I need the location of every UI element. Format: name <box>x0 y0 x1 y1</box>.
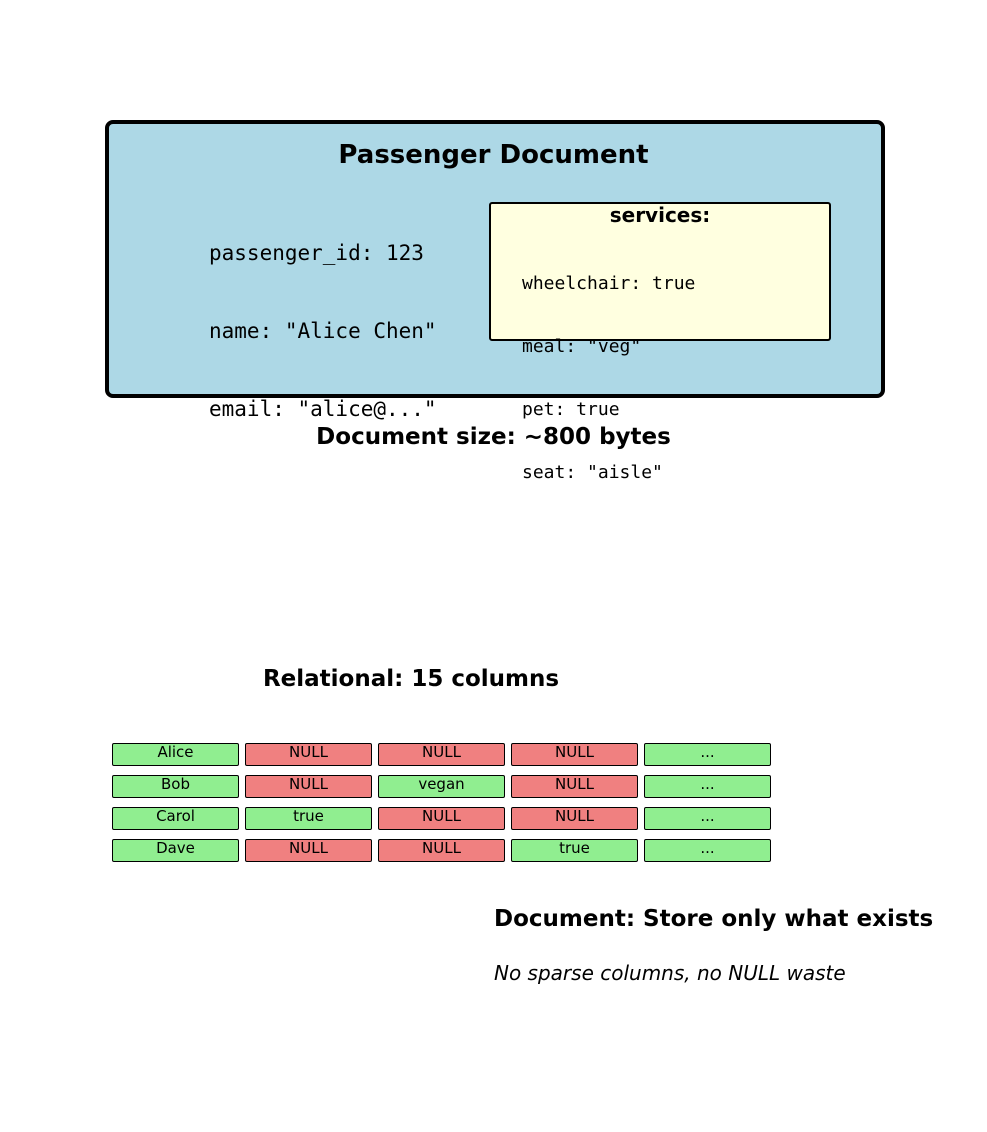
value-cell: ... <box>644 743 771 766</box>
document-subline: No sparse columns, no NULL waste <box>494 961 846 985</box>
null-cell: NULL <box>378 743 505 766</box>
value-cell: Dave <box>112 839 239 862</box>
value-cell: true <box>511 839 638 862</box>
service-seat: seat: "aisle" <box>522 462 663 483</box>
value-cell: true <box>245 807 372 830</box>
null-cell: NULL <box>378 839 505 862</box>
null-cell: NULL <box>511 807 638 830</box>
services-list: wheelchair: true meal: "veg" pet: true s… <box>522 231 695 504</box>
field-email: email: "alice@..." <box>209 397 437 421</box>
null-cell: NULL <box>378 807 505 830</box>
null-cell: NULL <box>511 775 638 798</box>
document-title: Passenger Document <box>338 140 649 170</box>
value-cell: Bob <box>112 775 239 798</box>
value-cell: Carol <box>112 807 239 830</box>
value-cell: ... <box>644 807 771 830</box>
services-box <box>489 202 831 341</box>
null-cell: NULL <box>245 743 372 766</box>
service-pet: pet: true <box>522 399 620 420</box>
relational-title: Relational: 15 columns <box>262 666 560 692</box>
document-fields: passenger_id: 123 name: "Alice Chen" ema… <box>209 188 437 448</box>
services-title: services: <box>609 203 711 227</box>
null-cell: NULL <box>245 775 372 798</box>
field-name: name: "Alice Chen" <box>209 319 437 343</box>
field-passenger-id: passenger_id: 123 <box>209 241 424 265</box>
service-meal: meal: "veg" <box>522 336 642 357</box>
document-headline: Document: Store only what exists <box>494 906 934 932</box>
value-cell: ... <box>644 839 771 862</box>
null-cell: NULL <box>245 839 372 862</box>
document-size-label: Document size: ~800 bytes <box>316 424 671 450</box>
value-cell: Alice <box>112 743 239 766</box>
value-cell: vegan <box>378 775 505 798</box>
service-wheelchair: wheelchair: true <box>522 273 696 294</box>
null-cell: NULL <box>511 743 638 766</box>
value-cell: ... <box>644 775 771 798</box>
